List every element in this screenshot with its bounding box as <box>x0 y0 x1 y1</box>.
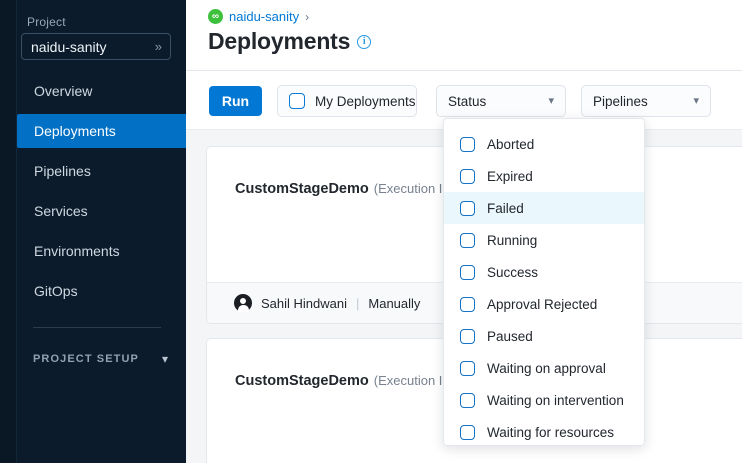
project-label: Project <box>27 15 66 29</box>
sidebar-item-gitops[interactable]: GitOps <box>0 274 186 308</box>
chevron-right-double-icon: » <box>154 39 162 54</box>
harness-project-icon: ∞ <box>208 9 223 24</box>
page-title: Deployments <box>208 28 351 54</box>
status-option-label: Aborted <box>487 136 535 152</box>
sidebar-item-label: Environments <box>34 243 120 259</box>
status-option-waiting-for-resources[interactable]: Waiting for resources <box>444 416 644 448</box>
status-option-aborted[interactable]: Aborted <box>444 128 644 160</box>
sidebar-nav: Overview Deployments Pipelines Services … <box>0 74 186 314</box>
meta-separator: | <box>356 295 360 311</box>
status-option-waiting-on-approval[interactable]: Waiting on approval <box>444 352 644 384</box>
checkbox-icon[interactable] <box>460 328 475 344</box>
deployment-title-row: CustomStageDemo (Execution Id <box>235 373 450 389</box>
breadcrumb-link[interactable]: naidu-sanity <box>229 9 300 24</box>
status-option-running[interactable]: Running <box>444 224 644 256</box>
sidebar: Project naidu-sanity » Overview Deployme… <box>0 0 186 463</box>
sidebar-item-label: Services <box>34 203 88 219</box>
checkbox-icon[interactable] <box>460 392 475 408</box>
status-option-label: Paused <box>487 328 533 344</box>
checkbox-icon[interactable] <box>460 136 475 152</box>
pipelines-filter-label: Pipelines <box>593 93 648 109</box>
status-option-approval-rejected[interactable]: Approval Rejected <box>444 288 644 320</box>
status-option-expired[interactable]: Expired <box>444 160 644 192</box>
breadcrumb-separator: › <box>305 9 310 24</box>
chevron-down-icon: ▾ <box>161 352 168 366</box>
pipelines-filter-button[interactable]: Pipelines ▾ <box>581 85 711 117</box>
status-option-failed[interactable]: Failed <box>444 192 644 224</box>
checkbox-icon[interactable] <box>460 424 475 440</box>
status-option-label: Expired <box>487 168 533 184</box>
checkbox-icon[interactable] <box>460 360 475 376</box>
checkbox-icon[interactable] <box>460 168 475 184</box>
my-deployments-checkbox[interactable] <box>289 93 305 109</box>
main-area: ∞ naidu-sanity › Deployments i Run My De… <box>186 0 742 463</box>
deployment-card-body: CustomStageDemo (Execution Id <box>207 147 742 283</box>
sidebar-item-pipelines[interactable]: Pipelines <box>0 154 186 188</box>
avatar <box>234 294 252 312</box>
sidebar-item-label: Overview <box>34 83 93 99</box>
deployment-execution-id: (Execution Id <box>373 181 450 196</box>
my-deployments-filter[interactable]: My Deployments <box>277 85 417 117</box>
sidebar-item-deployments[interactable]: Deployments <box>17 114 186 148</box>
checkbox-icon[interactable] <box>460 264 475 280</box>
sidebar-item-services[interactable]: Services <box>0 194 186 228</box>
deployment-title-row: CustomStageDemo (Execution Id <box>235 181 450 197</box>
page-header: ∞ naidu-sanity › Deployments i <box>186 0 742 71</box>
deployment-user: Sahil Hindwani <box>261 295 347 311</box>
project-selector[interactable]: naidu-sanity » <box>21 33 171 60</box>
status-dropdown-menu[interactable]: Aborted Expired Failed Running Success A… <box>443 118 645 446</box>
deployment-execution-id: (Execution Id <box>373 373 450 388</box>
deployment-card-body: CustomStageDemo (Execution Id <box>207 339 742 463</box>
deployment-name[interactable]: CustomStageDemo <box>235 181 369 197</box>
sidebar-divider <box>33 327 161 328</box>
status-option-paused[interactable]: Paused <box>444 320 644 352</box>
run-button[interactable]: Run <box>209 86 262 116</box>
status-option-label: Success <box>487 264 539 280</box>
status-option-waiting-on-intervention[interactable]: Waiting on intervention <box>444 384 644 416</box>
status-option-label: Running <box>487 232 538 248</box>
sidebar-item-label: Deployments <box>34 123 116 139</box>
project-setup-label: PROJECT SETUP <box>33 353 139 365</box>
status-option-label: Waiting on intervention <box>487 392 624 408</box>
my-deployments-label: My Deployments <box>315 93 416 109</box>
chevron-down-icon: ▾ <box>548 94 554 107</box>
checkbox-icon[interactable] <box>460 200 475 216</box>
project-setup-section[interactable]: PROJECT SETUP ▾ <box>33 348 168 370</box>
chevron-down-icon: ▾ <box>693 94 699 107</box>
sidebar-rail <box>0 0 17 463</box>
status-filter-label: Status <box>448 93 487 109</box>
status-option-label: Waiting on approval <box>487 360 606 376</box>
sidebar-item-label: GitOps <box>34 283 78 299</box>
status-option-success[interactable]: Success <box>444 256 644 288</box>
status-filter-button[interactable]: Status ▾ <box>436 85 566 117</box>
title-row: Deployments i <box>208 28 372 55</box>
project-selector-value: naidu-sanity <box>31 38 107 55</box>
checkbox-icon[interactable] <box>460 296 475 312</box>
sidebar-item-label: Pipelines <box>34 163 91 179</box>
deployment-trigger: Manually <box>368 295 421 311</box>
info-icon[interactable]: i <box>357 34 372 49</box>
sidebar-item-overview[interactable]: Overview <box>0 74 186 108</box>
status-option-label: Failed <box>487 200 524 216</box>
breadcrumb: ∞ naidu-sanity › <box>208 9 309 24</box>
checkbox-icon[interactable] <box>460 232 475 248</box>
status-option-label: Waiting for resources <box>487 424 615 440</box>
deployment-name[interactable]: CustomStageDemo <box>235 373 369 389</box>
sidebar-item-environments[interactable]: Environments <box>0 234 186 268</box>
status-option-label: Approval Rejected <box>487 296 598 312</box>
